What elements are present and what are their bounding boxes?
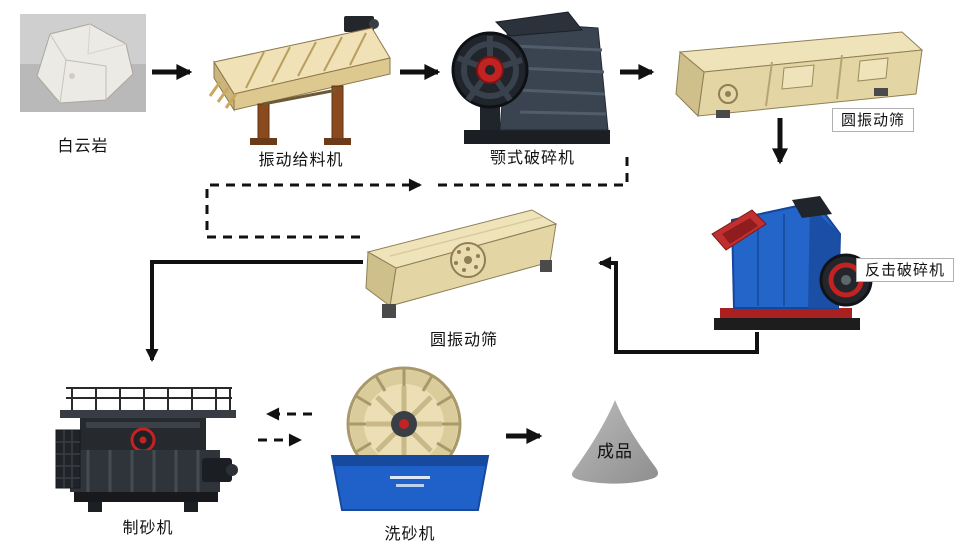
grizzly-bars <box>208 81 238 109</box>
line-screenmid-to-sandmaker <box>145 260 363 362</box>
rock-label: 白云岩 <box>57 136 109 155</box>
jaw-crusher-label: 颚式破碎机 <box>489 148 575 167</box>
sand-maker-image <box>52 382 244 514</box>
vibrating-screen-mid-image <box>356 198 572 324</box>
jaw-crusher-image <box>450 6 615 148</box>
screen-exciter <box>450 242 486 278</box>
vibrating-feeder-label: 振动给料机 <box>258 150 344 169</box>
railing <box>66 387 232 399</box>
flywheel <box>451 31 529 109</box>
impact-crusher-image <box>698 176 874 332</box>
product-label: 成品 <box>597 442 633 462</box>
vibrating-screen-top-label: 圆振动筛 <box>832 108 915 132</box>
impact-crusher-label: 反击破碎机 <box>856 258 955 282</box>
feeder-motor <box>344 16 374 32</box>
product-pile-image <box>562 398 668 484</box>
rock-photo <box>20 14 146 112</box>
vibrating-screen-top-image <box>664 24 930 120</box>
vibrating-feeder-image <box>206 12 396 148</box>
rock-shape <box>36 23 134 104</box>
sand-washer-image <box>326 362 494 512</box>
vibrating-screen-mid-label: 圆振动筛 <box>429 330 498 349</box>
sand-maker-label: 制砂机 <box>122 518 174 537</box>
washer-tank <box>330 455 490 511</box>
sand-washer-label: 洗砂机 <box>384 524 436 543</box>
